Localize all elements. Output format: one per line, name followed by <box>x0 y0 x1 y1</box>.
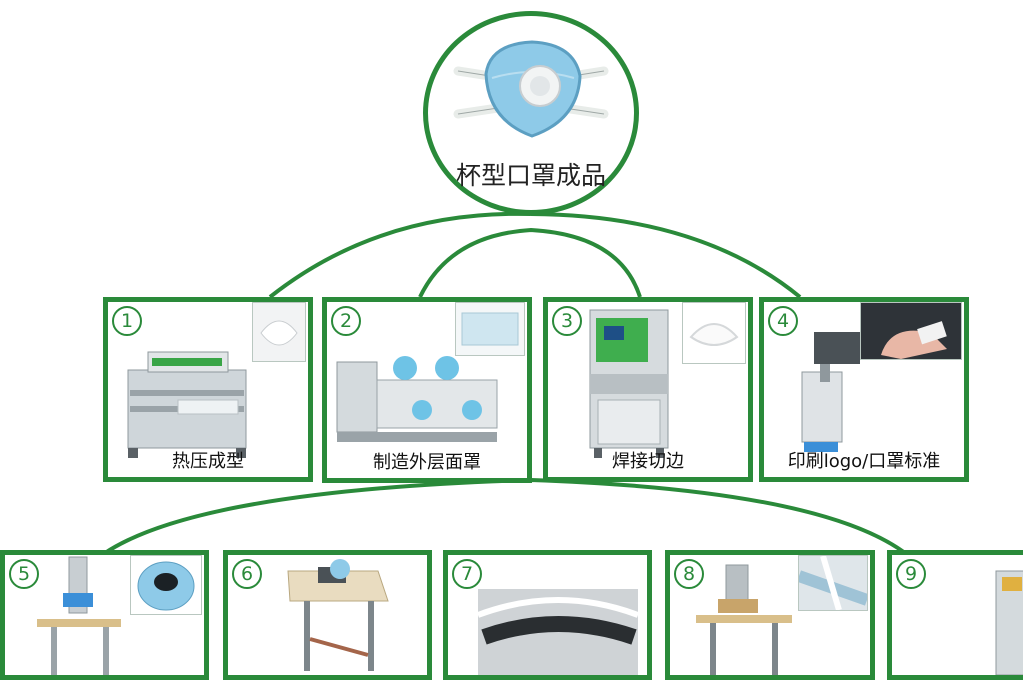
cup-mask-icon <box>453 40 609 138</box>
step-1-label: 热压成型 <box>172 451 244 472</box>
connector-1 <box>268 211 532 299</box>
mask-shell-photo <box>252 302 306 362</box>
step-5-number: 5 <box>9 559 39 589</box>
strap-weld-photo <box>798 555 868 611</box>
press-machine-icon <box>37 556 121 675</box>
outer-layer-machine-icon <box>336 356 498 442</box>
welding-machine-icon <box>589 309 669 458</box>
step-4-number: 4 <box>768 306 798 336</box>
ultrasonic-table-icon <box>287 559 389 671</box>
step-2-label: 制造外层面罩 <box>373 452 481 473</box>
spot-welding-machine-icon <box>696 564 792 675</box>
step-3-label: 焊接切边 <box>612 451 684 472</box>
step-3-number: 3 <box>552 306 582 336</box>
pad-printing-machine-icon <box>801 332 860 452</box>
step-8-number: 8 <box>674 559 704 589</box>
step-6-card: 6 <box>223 550 432 680</box>
step-2-number: 2 <box>331 306 361 336</box>
step-2-card: 2 制造外层面罩 <box>322 297 532 483</box>
mask-fabric-photo <box>455 302 525 356</box>
step-9-number: 9 <box>896 559 926 589</box>
packing-machine-icon <box>995 570 1023 675</box>
step-7-number: 7 <box>452 559 482 589</box>
connector-4 <box>530 212 802 299</box>
step-4-label: 印刷logo/口罩标准 <box>787 451 941 472</box>
step-3-card: 3 焊接切边 <box>543 297 753 482</box>
step-9-card: 9 <box>887 550 1023 680</box>
step-1-card: 1 热压成型 <box>103 297 313 482</box>
print-closeup-photo <box>860 302 962 360</box>
step-6-number: 6 <box>232 559 262 589</box>
mask-cut-photo <box>682 302 746 364</box>
connector-2 <box>418 227 642 298</box>
connector-lower <box>103 477 907 555</box>
step-7-card: 7 <box>443 550 652 680</box>
step-1-number: 1 <box>112 306 142 336</box>
step-4-card: 4 印刷logo/口罩标准 <box>759 297 969 482</box>
step-8-card: 8 <box>665 550 875 680</box>
foam-strip-photo <box>476 589 640 675</box>
root-node: 杯型口罩成品 <box>423 11 639 215</box>
step-5-card: 5 <box>0 550 209 680</box>
valve-mask-photo <box>130 555 202 615</box>
thermo-press-machine-icon <box>127 351 247 458</box>
root-label: 杯型口罩成品 <box>455 161 606 190</box>
